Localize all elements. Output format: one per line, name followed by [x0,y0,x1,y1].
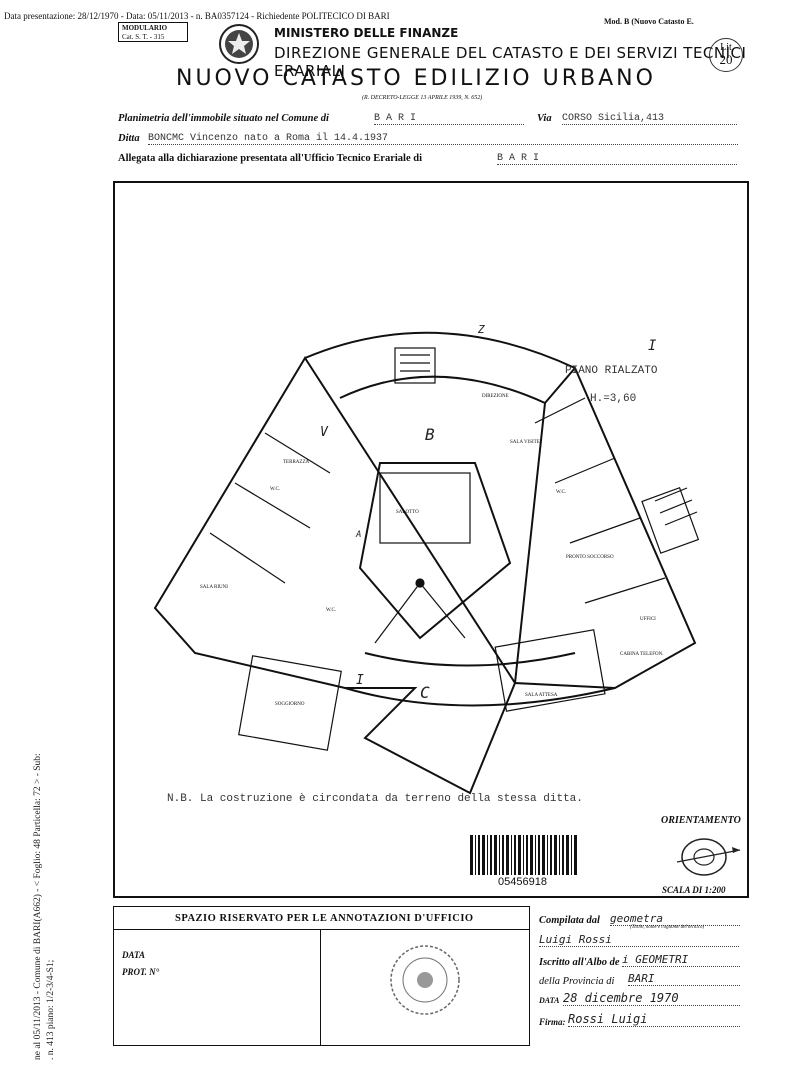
piano-label: PIANO RIALZATO [565,365,658,377]
compilata-value: geometra [610,912,740,926]
barcode-number: 05456918 [498,876,547,888]
albo-value: i GEOMETRI [622,953,740,967]
mod-b: Mod. B (Nuovo Catasto E. [604,17,694,26]
data2-value: 28 dicembre 1970 [563,991,740,1006]
room-sala-attesa: SALA ATTESA [525,693,558,698]
data2-label: DATA [539,996,560,1005]
ditta-label: Ditta [118,133,140,144]
lire-label: Lit [720,42,732,53]
room-wc-1: W.C. [270,487,281,492]
ditta-value: BONCMC Vincenzo nato a Roma il 14.4.1937 [148,133,738,145]
modulario-box: MODULARIO Cat. S. T. - 315 [118,22,188,42]
modulario-label: MODULARIO [122,24,168,32]
firma-value: Rossi Luigi [568,1012,740,1027]
margin-line-2: . n. 413 piano: 1/2-3/4-S1; [46,959,56,1060]
room-pronto-soccorso: PRONTO SOCCORSO [566,555,614,560]
room-cabina: CABINA TELEFON. [620,652,664,657]
room-soggiorno: SOGGIORNO [275,702,305,707]
scala-label: SCALA DI 1:200 [662,885,726,895]
plan-frame [113,181,749,898]
modulario-code: Cat. S. T. - 315 [122,33,165,41]
compass-icon [676,838,741,876]
decree: (R. DECRETO-LEGGE 13 APRILE 1939, N. 652… [362,95,483,101]
emblem-icon [219,24,259,64]
planimetria-label: Planimetria dell'immobile situato nel Co… [118,113,329,124]
albo-label: Iscritto all'Albo de [539,957,620,968]
via-value: CORSO Sicilia,413 [562,113,737,125]
room-uffici: UFFICI [640,617,656,622]
room-salotto: SALOTTO [396,510,419,515]
margin-line-1: ne al 05/11/2013 - Comune di BARI(A662) … [33,753,43,1060]
firma-label: Firma: [539,1017,566,1027]
page-title: NUOVO CATASTO EDILIZIO URBANO [176,66,656,91]
provincia-label: della Provincia di [539,976,615,987]
office-divider [113,929,530,930]
lire-stamp: Lit 20 [709,38,743,72]
room-wc-2: W.C. [556,490,567,495]
room-terrazza: TERRAZZA [283,460,310,465]
letter-a: A [356,530,362,540]
letter-v: V [320,425,328,440]
provincia-value: BARI [628,972,740,986]
letter-i2: I [648,338,657,354]
office-col-divider [320,929,321,1046]
compilata-label: Compilata dal [539,915,600,926]
room-direzione: DIREZIONE [482,394,509,399]
letter-b: B [425,425,435,444]
ministero: MINISTERO DELLE FINANZE [274,26,459,40]
tecnico-value: Luigi Rossi [539,933,739,947]
letter-c: C [420,683,430,702]
allegata-label: Allegata alla dichiarazione presentata a… [118,153,422,164]
orientamento-label: ORIENTAMENTO [661,815,741,826]
floor-plan [153,331,700,795]
via-label: Via [537,113,552,124]
room-sala-visite: SALA VISITE [510,440,540,445]
office-box [113,906,530,1046]
plan-note: N.B. La costruzione è circondata da terr… [167,793,583,805]
direzione: DIREZIONE GENERALE DEL CATASTO E DEI SER… [274,44,747,80]
presentation-line: Data presentazione: 28/12/1970 - Data: 0… [4,11,390,21]
room-sala-riun: SALA RIUNI [200,585,228,590]
room-wc-3: W.C. [326,608,337,613]
compilata-hint: (Titolo, nome e cognome del tecnico) [630,925,705,930]
spazio-label: SPAZIO RISERVATO PER LE ANNOTAZIONI D'UF… [175,913,474,924]
stamp-icon [390,945,460,1015]
barcode-icon [470,835,577,875]
comune-value: B A R I [374,113,524,125]
letter-i: I [356,673,364,688]
data-label: DATA [122,950,146,960]
letter-z: Z [478,323,485,336]
lire-value: 20 [719,52,733,67]
height-label: H.=3,60 [590,393,637,405]
prot-label: PROT. N° [122,967,160,977]
ufficio-value: B A R I [497,153,737,165]
